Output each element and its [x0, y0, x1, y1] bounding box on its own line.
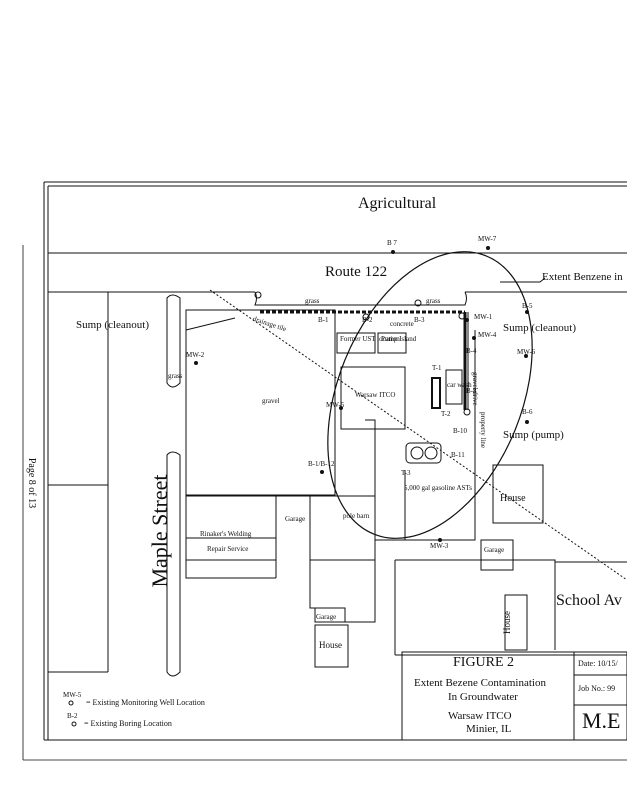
mw4-label: MW-4 [478, 331, 497, 339]
title-date: Date: 10/15/ [578, 659, 618, 668]
page-edge-line [22, 245, 627, 761]
legend-well-symbol-label: MW-5 [63, 691, 82, 699]
garage-3-label: Garage [484, 546, 505, 554]
b3-label: B-3 [414, 316, 425, 324]
legend-boring-symbol-label: B-2 [67, 712, 78, 720]
school-ave-label: School Av [556, 592, 622, 609]
well-mw5 [339, 406, 343, 410]
t2-label: T-2 [441, 410, 451, 418]
garage-right [480, 539, 514, 571]
former-ust-box [336, 332, 376, 354]
property-line-label: property line [479, 412, 487, 448]
route-label: Route 122 [325, 264, 388, 280]
b6-label: B-6 [522, 408, 533, 416]
title-block [401, 651, 627, 741]
house-3-label: House [502, 611, 512, 634]
well-mw1 [465, 318, 469, 322]
grass-top-label: grass [305, 297, 320, 305]
well-mw4 [472, 336, 476, 340]
pump-island-box [377, 332, 407, 354]
well-mw2 [194, 361, 198, 365]
t1-label: T-1 [432, 364, 442, 372]
agricultural-label: Agricultural [358, 195, 437, 212]
gasoline-ast-label: 5,000 gal gasoline ASTs [404, 484, 472, 492]
car-wash-building [445, 369, 463, 405]
house-1-label: House [319, 640, 342, 650]
warsaw-itco-building [340, 366, 406, 430]
title-location: Minier, IL [466, 723, 512, 735]
maple-street-east-edge-lower [166, 451, 181, 677]
boring-b6 [525, 420, 529, 424]
mw3-label: MW-3 [430, 542, 449, 550]
house-2-label: House [500, 493, 526, 504]
garage-2-label: Garage [316, 613, 337, 621]
legend-well-text: = Existing Monitoring Well Location [86, 698, 205, 707]
title-site: Warsaw ITCO [448, 710, 512, 722]
ast-tanks [405, 442, 442, 464]
b2-label: B-2 [362, 316, 373, 324]
b8-label: B-8 [466, 387, 477, 395]
well-mw3 [438, 538, 442, 542]
boring-b12 [320, 470, 324, 474]
boring-b7 [391, 250, 395, 254]
map-frame [43, 181, 627, 741]
drainage-tile-line [209, 289, 627, 581]
contamination-extent [327, 251, 533, 539]
maple-street-label: Maple Street [147, 474, 172, 588]
sump-cleanout-right-label: Sump (cleanout) [503, 322, 577, 334]
house-school [504, 594, 528, 651]
b5-label: B-5 [522, 302, 533, 310]
figure-title: FIGURE 2 [453, 655, 515, 670]
well-mw7 [486, 246, 490, 250]
b11-label: B-11 [451, 451, 465, 459]
b7-label: B 7 [387, 239, 397, 247]
gravel-label: gravel [262, 397, 280, 405]
rinkers-label: Rinaker's Welding [200, 530, 252, 538]
extent-benzene-label: Extent Benzene in [542, 271, 623, 283]
legend-boring-text: = Existing Boring Location [84, 719, 172, 728]
boring-b5 [525, 310, 529, 314]
grass-left-label: grass [168, 372, 183, 380]
house-bottom [314, 624, 349, 668]
title-logo: M.E [582, 708, 621, 733]
warsaw-itco-building-label: Warsaw ITCO [355, 391, 396, 399]
former-ust-label: Former UST location [340, 335, 400, 343]
mw1-label: MW-1 [474, 313, 493, 321]
mw6-label: MW-6 [517, 348, 536, 356]
grass-right-label: grass [426, 297, 441, 305]
mw2-label: MW-2 [186, 351, 205, 359]
b1-label: B-1 [318, 316, 329, 324]
house-right [492, 464, 544, 524]
mw5-label: MW-5 [326, 401, 345, 409]
t3-label: T-3 [401, 469, 411, 477]
b12-label: B-1/B-12 [308, 460, 335, 468]
mw7-label: MW-7 [478, 235, 497, 243]
legend-boring-symbol [71, 721, 77, 727]
b10-label: B-10 [453, 427, 467, 435]
well-mw6 [524, 354, 528, 358]
garage-1-label: Garage [285, 515, 306, 523]
b4-label: B-4 [466, 347, 477, 355]
pole-barn-label: pole barn [343, 512, 370, 520]
sump-cleanout-left-label: Sump (cleanout) [76, 319, 150, 331]
legend-well-symbol [68, 700, 74, 706]
concrete-label: concrete [390, 320, 414, 328]
title-job: Job No.: 99 [578, 684, 616, 693]
pump-island-label: Pump Island [381, 335, 417, 343]
title-line-2: In Groundwater [448, 691, 518, 703]
garage-small [314, 607, 346, 623]
sump-pump-label: Sump (pump) [503, 429, 564, 441]
page-number-label: Page 8 of 13 [26, 457, 37, 509]
repair-service-label: Repair Service [207, 545, 249, 553]
car-wash-label: car wash [447, 381, 472, 389]
title-line-1: Extent Bezene Contamination [414, 677, 546, 689]
maple-street-east-edge [166, 294, 181, 388]
